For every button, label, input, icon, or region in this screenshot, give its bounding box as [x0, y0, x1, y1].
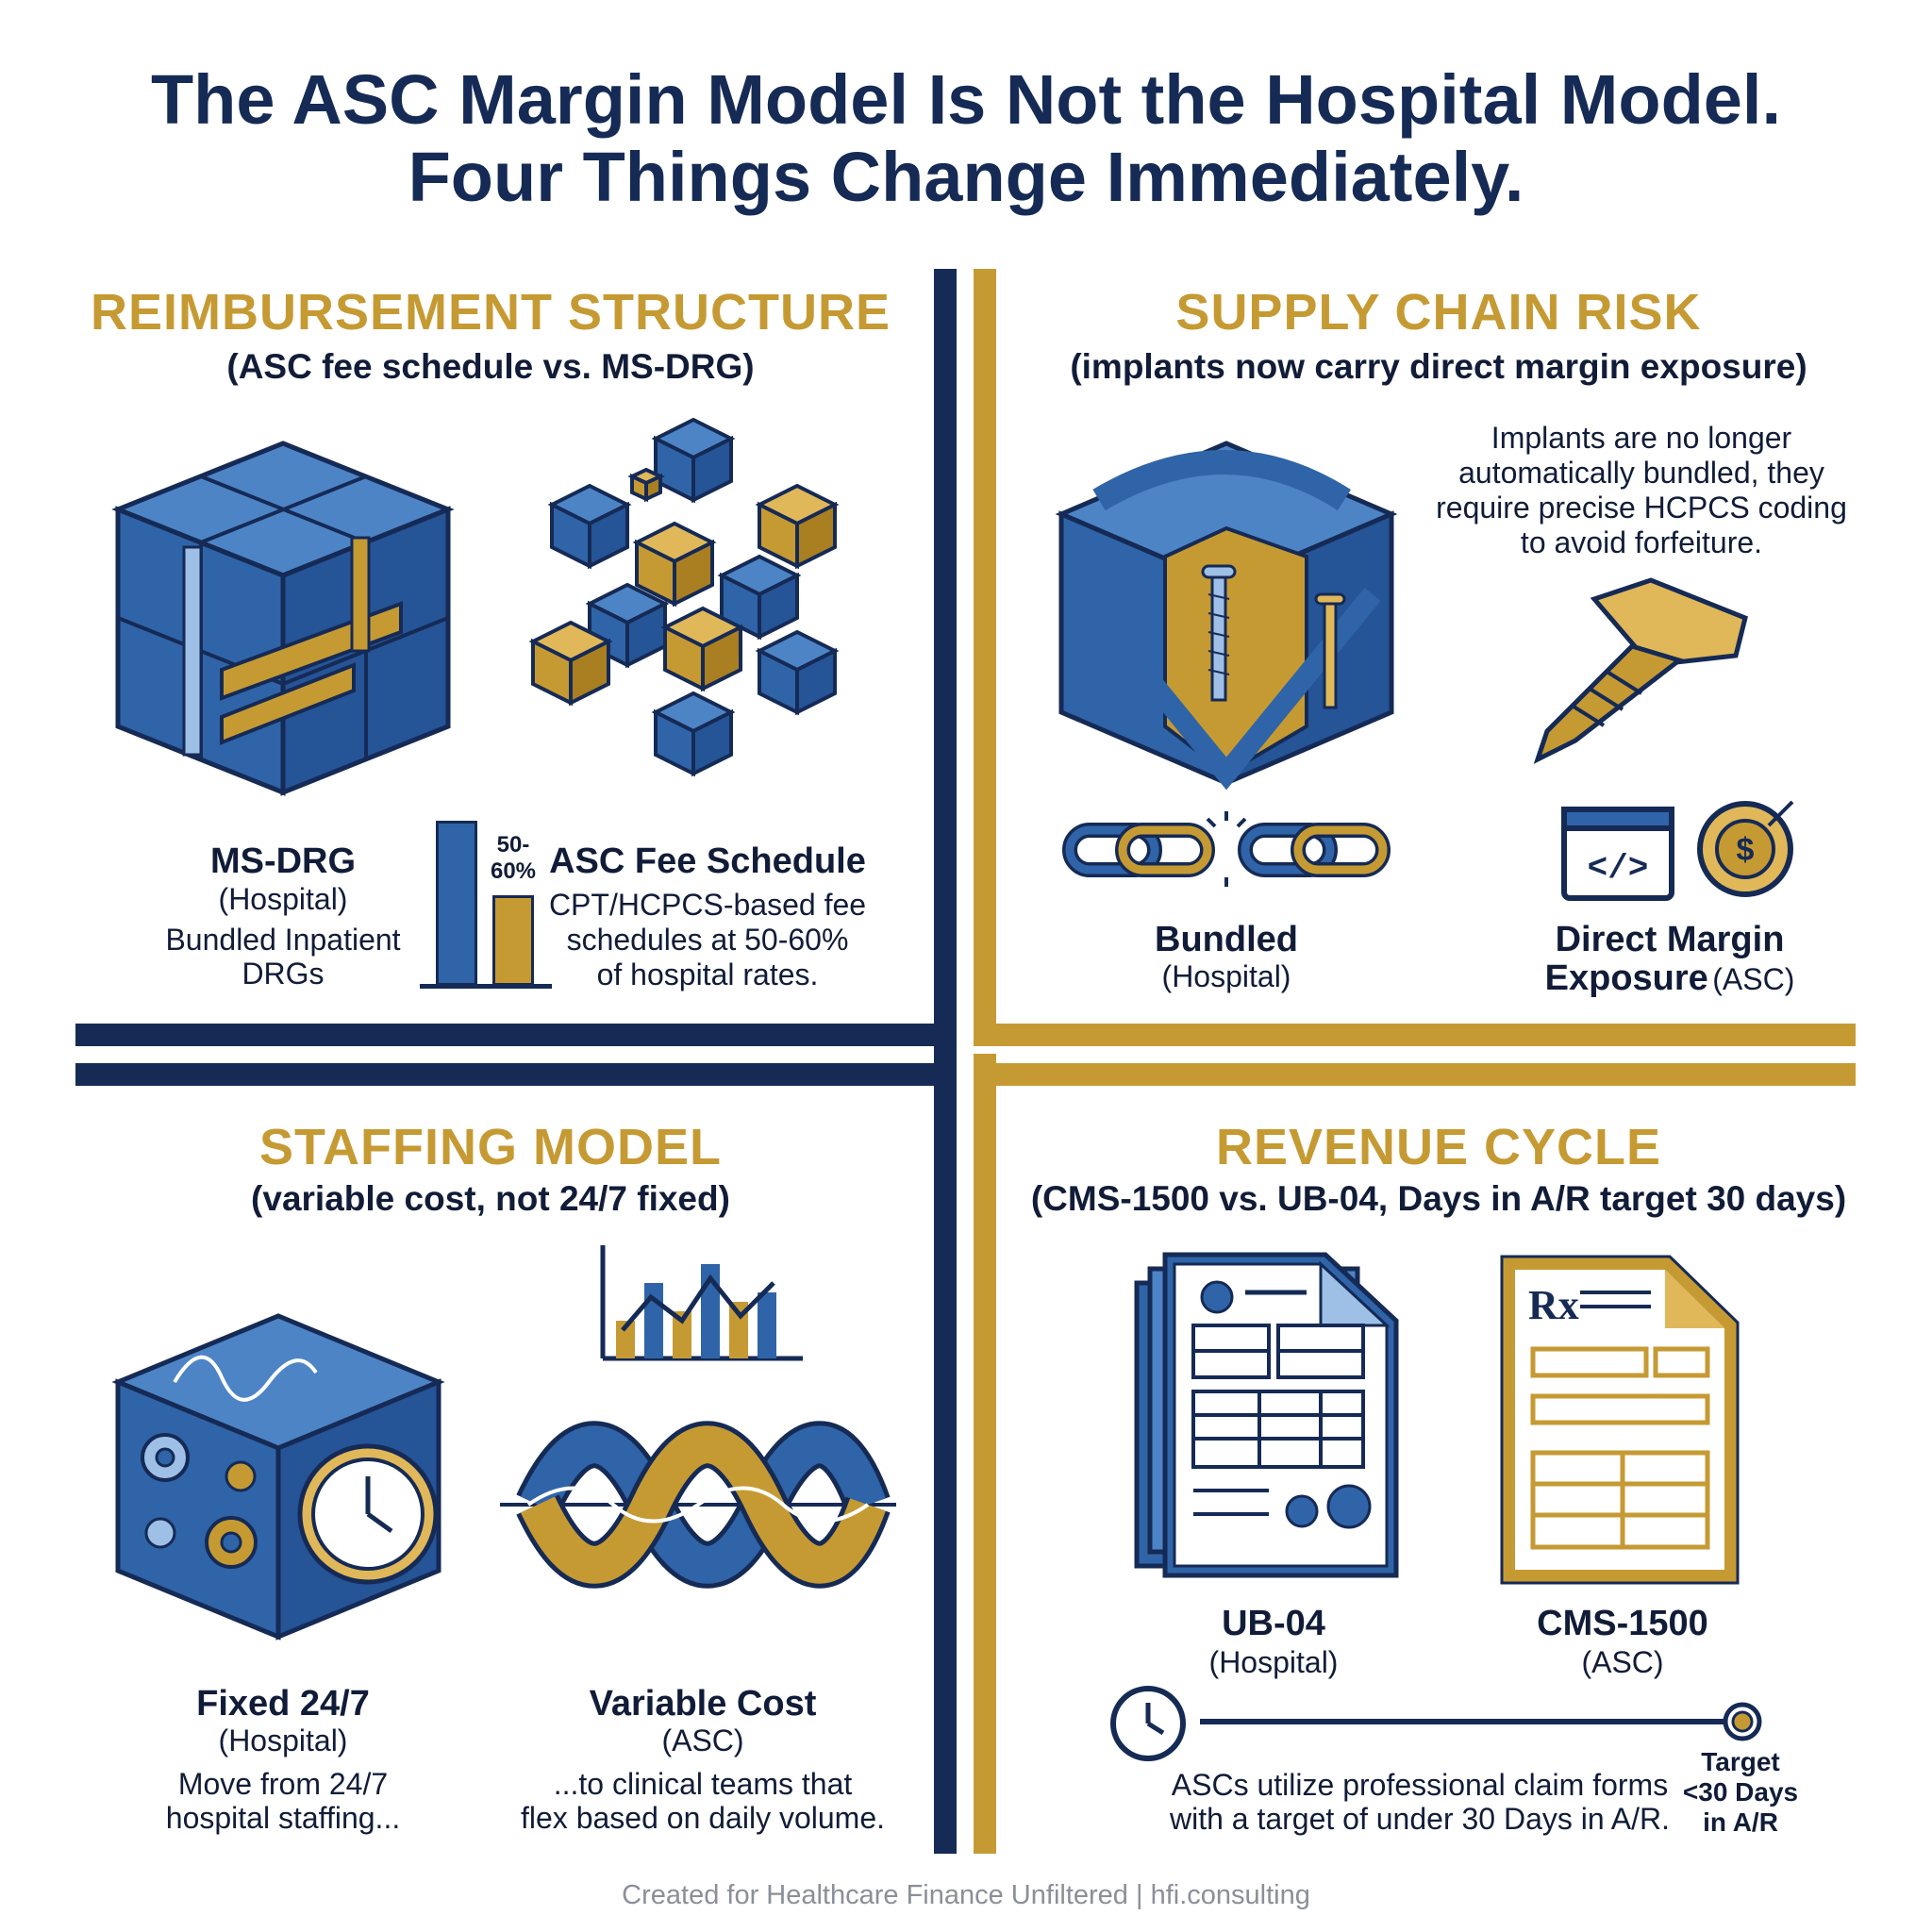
- clock-icon: [1110, 1686, 1186, 1761]
- divider-horizontal-navy-upper: [75, 1024, 957, 1046]
- bundled-title: Bundled: [1155, 920, 1298, 959]
- variable-cost-title: Variable Cost: [589, 1684, 817, 1724]
- implant-cube-icon: [1055, 441, 1398, 791]
- bundled-cube-icon: [111, 441, 455, 796]
- variable-wave-icon: [500, 1421, 896, 1589]
- supply-note-1: Implants are no longer: [1491, 421, 1792, 455]
- ar-timeline-line: [1200, 1719, 1733, 1724]
- msdrg-desc-2: DRGs: [242, 957, 325, 991]
- screw-icon: [1533, 577, 1748, 764]
- msdrg-sub: (Hospital): [218, 882, 348, 916]
- direct-margin-title: Direct Margin: [1555, 920, 1785, 959]
- footer-credit: Created for Healthcare Finance Unfiltere…: [622, 1880, 1310, 1910]
- page-title-line-1: The ASC Margin Model Is Not the Hospital…: [150, 60, 1782, 139]
- exposure-sub: (ASC): [1712, 962, 1795, 996]
- bar-label-line-2: 60%: [490, 858, 537, 884]
- divider-horizontal-gold-lower: [974, 1063, 1856, 1086]
- msdrg-desc-1: Bundled Inpatient: [165, 923, 401, 957]
- asc-fee-title: ASC Fee Schedule: [549, 841, 866, 881]
- supply-note-3: require precise HCPCS coding: [1436, 491, 1847, 525]
- asc-fee-desc-3: of hospital rates.: [596, 958, 819, 991]
- asc-fee-desc-2: schedules at 50-60%: [566, 923, 849, 957]
- staffing-subtitle: (variable cost, not 24/7 fixed): [251, 1179, 730, 1218]
- code-window-icon: </>: [1561, 807, 1674, 901]
- cms1500-form-icon: Rx: [1500, 1255, 1740, 1585]
- fixed-247-title: Fixed 24/7: [196, 1684, 370, 1724]
- volume-chart-icon: [600, 1245, 803, 1361]
- bar-baseline: [420, 984, 552, 989]
- variable-cost-desc-1: ...to clinical teams that: [553, 1767, 853, 1801]
- supply-note-4: to avoid forfeiture.: [1520, 525, 1763, 559]
- target-label-1: Target: [1701, 1747, 1780, 1776]
- reimbursement-subtitle: (ASC fee schedule vs. MS-DRG): [226, 347, 755, 386]
- page-title-line-2: Four Things Change Immediately.: [408, 138, 1524, 216]
- target-marker-icon: [1723, 1702, 1762, 1741]
- divider-horizontal-gold-upper: [974, 1024, 1856, 1046]
- supply-note-2: automatically bundled, they: [1458, 456, 1824, 490]
- fixed-247-desc-2: hospital staffing...: [165, 1801, 401, 1835]
- supply-chain-subtitle: (implants now carry direct margin exposu…: [1070, 347, 1807, 386]
- revenue-desc-2: with a target of under 30 Days in A/R.: [1169, 1802, 1671, 1836]
- target-coin-icon: $: [1697, 800, 1794, 897]
- broken-chain-icon: [1062, 811, 1391, 887]
- msdrg-title: MS-DRG: [209, 841, 357, 881]
- divider-vertical-navy: [934, 269, 957, 1854]
- unbundled-cubes-icon: [528, 417, 840, 777]
- cms1500-title: CMS-1500: [1537, 1604, 1708, 1643]
- reimbursement-title: REIMBURSEMENT STRUCTURE: [90, 284, 891, 341]
- exposure-title: Exposure: [1544, 958, 1708, 998]
- cms1500-sub: (ASC): [1581, 1645, 1664, 1679]
- staffing-title: STAFFING MODEL: [259, 1119, 722, 1175]
- ub04-title: UB-04: [1222, 1604, 1325, 1643]
- bar-label-line-1: 50-: [496, 832, 530, 858]
- bundled-sub: (Hospital): [1161, 959, 1291, 993]
- target-label-3: in A/R: [1703, 1807, 1778, 1837]
- revenue-desc-1: ASCs utilize professional claim forms: [1171, 1768, 1669, 1802]
- fixed-247-desc-1: Move from 24/7: [177, 1767, 389, 1801]
- variable-cost-sub: (ASC): [661, 1724, 744, 1757]
- fixed-clock-cube-icon: [111, 1313, 445, 1641]
- variable-cost-desc-2: flex based on daily volume.: [521, 1801, 885, 1835]
- fixed-247-sub: (Hospital): [218, 1724, 348, 1757]
- ub04-sub: (Hospital): [1208, 1645, 1339, 1679]
- coin-glyph: $: [1737, 832, 1755, 868]
- ub04-form-icon: [1134, 1252, 1399, 1578]
- asc-fee-desc-1: CPT/HCPCS-based fee: [548, 888, 867, 922]
- revenue-subtitle: (CMS-1500 vs. UB-04, Days in A/R target …: [1030, 1179, 1847, 1218]
- divider-vertical-gold-lower: [974, 1054, 996, 1854]
- divider-horizontal-navy-lower: [75, 1063, 957, 1086]
- revenue-title: REVENUE CYCLE: [1215, 1119, 1662, 1175]
- bar-asc: [492, 894, 534, 986]
- bar-hospital: [436, 821, 477, 986]
- rx-glyph: Rx: [1528, 1282, 1579, 1328]
- code-glyph: </>: [1588, 849, 1649, 888]
- supply-chain-title: SUPPLY CHAIN RISK: [1175, 284, 1702, 341]
- target-label-2: <30 Days: [1682, 1777, 1799, 1807]
- divider-vertical-gold: [974, 269, 996, 1033]
